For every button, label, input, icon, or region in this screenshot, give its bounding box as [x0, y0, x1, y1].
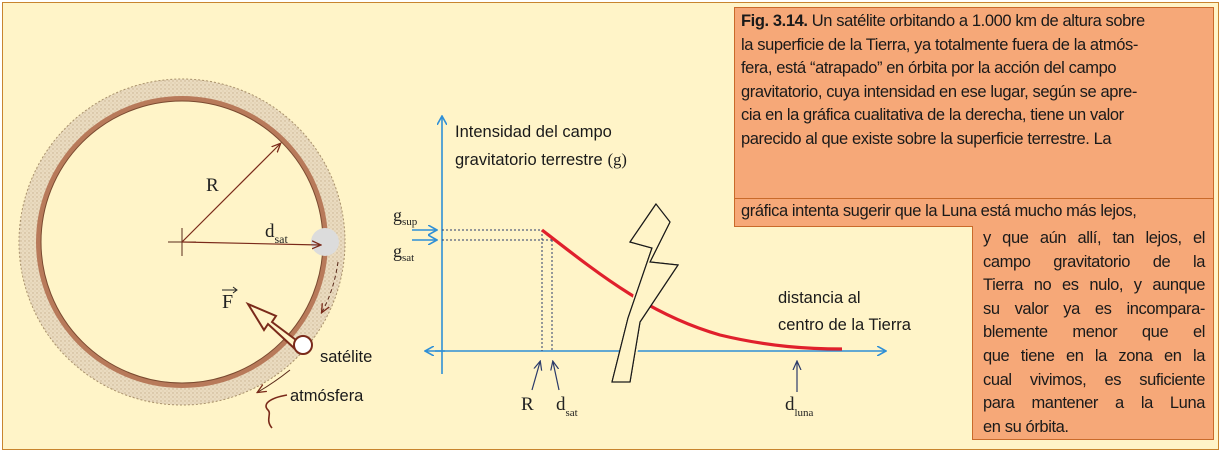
- force-vector-head: [232, 286, 238, 294]
- figure-number: Fig. 3.14.: [741, 12, 808, 30]
- d-luna-tick-label: dluna: [785, 394, 814, 419]
- g-sat-label: gsat: [393, 241, 414, 264]
- gravity-graph: Intensidad del campo gravitatorio terres…: [393, 117, 912, 419]
- caption-line-4: gravitatorio, cuya intensidad en ese lug…: [741, 82, 1137, 101]
- caption-side-line: su valor ya es incompara-: [983, 299, 1205, 318]
- gravity-curve: [541, 228, 843, 351]
- caption-side-line: Tierra no es nulo, y aunque: [983, 276, 1205, 295]
- R-tick-label: R: [521, 394, 534, 415]
- y-axis-label-line2: gravitatorio terrestre(g): [455, 150, 627, 169]
- caption-side-line: para mantener a la Luna: [983, 394, 1205, 413]
- orbit-arc-lower: [258, 369, 291, 392]
- scale-break-fill: [611, 202, 680, 383]
- d-sat-label: dsat: [265, 221, 288, 246]
- d-sat-arrow: [181, 242, 320, 245]
- earth-diagram: R dsat F satélite atmósfera: [18, 78, 372, 429]
- caption-line-5: cia en la gráfica cualitativa de la dere…: [741, 106, 1124, 124]
- satellite-label: satélite: [320, 348, 372, 366]
- R-tick-arrow: [531, 362, 540, 391]
- satellite-orbit-point: [311, 228, 339, 256]
- atmosphere-pointer: [265, 394, 288, 429]
- caption-line-1: Fig. 3.14. Un satélite orbitando a 1.000…: [741, 12, 1145, 30]
- caption-line-3: fera, está “atrapado” en órbita por la a…: [741, 59, 1117, 77]
- caption-side-line: cual vivimos, es suficiente: [983, 370, 1205, 389]
- d-sat-tick-arrow: [553, 362, 560, 391]
- caption-line-7: gráfica intenta sugerir que la Luna está…: [734, 199, 1214, 227]
- radius-arrow: [181, 144, 280, 243]
- caption-box: Fig. 3.14. Un satélite orbitando a 1.000…: [734, 7, 1214, 199]
- caption-side-line: y que aún allí, tan lejos, el: [983, 229, 1205, 247]
- radius-label: R: [206, 175, 219, 196]
- caption-side-line: campo gravitatorio de la: [983, 252, 1205, 271]
- satellite: [293, 335, 313, 355]
- force-arrow: [245, 301, 302, 350]
- g-sup-label: gsup: [393, 205, 418, 228]
- force-label: F: [222, 291, 233, 313]
- y-axis-label-line1: Intensidad del campo: [455, 123, 612, 141]
- x-axis-label-line1: distancia al: [778, 289, 861, 307]
- caption-side-line: blemente menor que el: [983, 323, 1205, 342]
- caption-side-line: que tiene en la zona en la: [983, 346, 1205, 365]
- x-axis-label-line2: centro de la Tierra: [778, 316, 912, 334]
- atmosphere-label: atmósfera: [290, 387, 364, 405]
- caption-side-line: en su órbita.: [983, 417, 1069, 436]
- caption-line-2: la superficie de la Tierra, ya totalment…: [741, 35, 1138, 54]
- caption-side-box: y que aún allí, tan lejos, el campo grav…: [972, 226, 1214, 440]
- caption-line-6: parecido al que existe sobre la superfic…: [741, 129, 1112, 148]
- d-sat-tick-label: dsat: [556, 394, 578, 419]
